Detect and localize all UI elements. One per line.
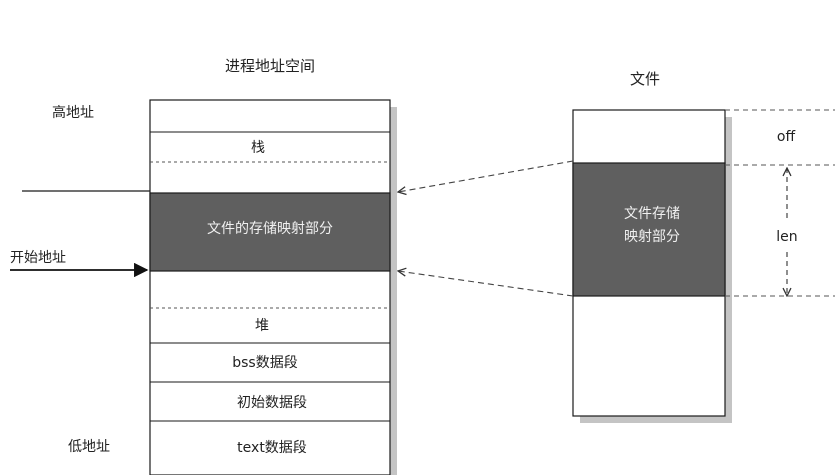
- low-address-label: 低地址: [68, 439, 110, 455]
- len-label: len: [776, 229, 797, 245]
- heap-label: 堆: [255, 318, 269, 334]
- bss-label: bss数据段: [232, 355, 297, 371]
- mapping-region-label: 文件的存储映射部分: [207, 221, 333, 237]
- mapping-arrow-bottom: [398, 271, 574, 297]
- process-space-title: 进程地址空间: [225, 57, 315, 75]
- offset-length-guides: off len: [725, 109, 835, 296]
- file-mapping-label-line2: 映射部分: [624, 229, 680, 245]
- start-address-label: 开始地址: [10, 250, 66, 266]
- file-column-group: 文件 文件存储 映射部分: [572, 70, 732, 423]
- address-annotations: 高地址 开始地址 低地址: [10, 104, 150, 455]
- stack-label: 栈: [251, 140, 265, 156]
- mapping-arrow-top: [398, 160, 574, 192]
- file-title: 文件: [630, 70, 660, 88]
- file-mapping-region: [572, 162, 726, 297]
- init-data-label: 初始数据段: [237, 394, 307, 411]
- text-segment-label: text数据段: [237, 440, 307, 456]
- off-label: off: [777, 129, 796, 145]
- process-column: [149, 99, 391, 475]
- mapping-region: [149, 192, 391, 272]
- file-mapping-label-line1: 文件存储: [624, 206, 680, 222]
- high-address-label: 高地址: [52, 104, 94, 121]
- process-address-space: 进程地址空间 栈 文件的存储映射部分 堆 bss数据段 初始数据段 text数据…: [149, 57, 397, 475]
- mapping-arrows: [398, 160, 574, 297]
